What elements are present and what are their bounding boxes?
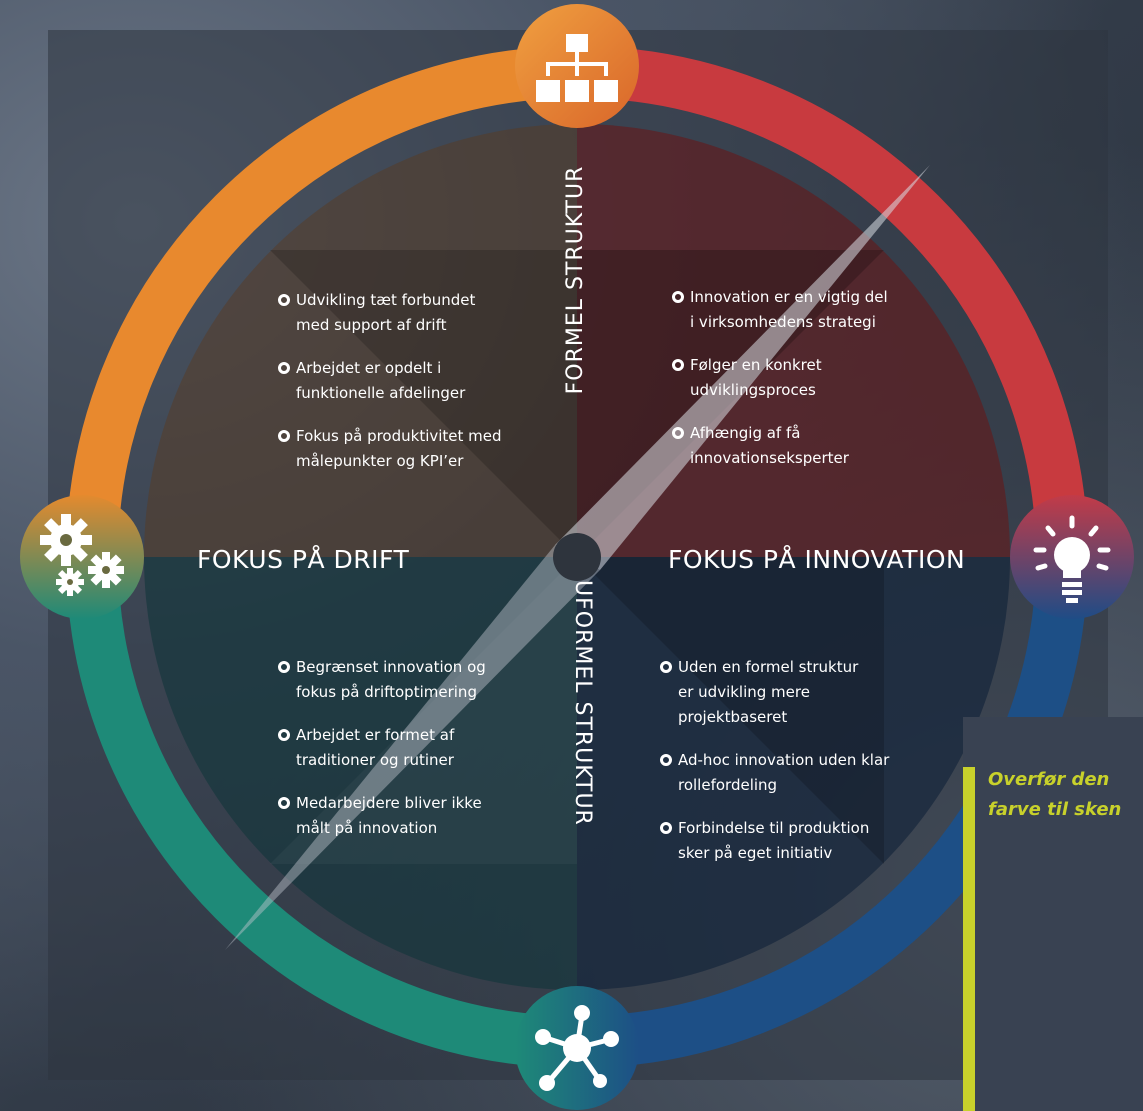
left-axis-label: FOKUS PÅ DRIFT (197, 545, 410, 574)
quadrant-bottom-left (144, 557, 577, 990)
lightbulb-icon (1010, 495, 1134, 619)
compass-needle-dark (225, 545, 600, 950)
top-axis-label: FORMEL STRUKTUR (563, 165, 588, 395)
callout-accent-bar (963, 767, 975, 1111)
shade-bottom-left (270, 557, 577, 864)
gears-icon (20, 495, 144, 619)
shade-top-left (270, 250, 577, 557)
callout-box (963, 717, 1143, 1111)
org-chart-icon (515, 4, 639, 128)
ring-blue-segment (576, 556, 1088, 1068)
callout-text: Overfør den farve til sken (988, 769, 1122, 820)
quadrant-top-left (144, 124, 577, 557)
compass-needle-light (555, 165, 930, 570)
compass-center (553, 533, 601, 581)
ring-orange-segment (66, 46, 578, 558)
network-icon (515, 986, 639, 1110)
bottom-axis-label: UFORMEL STRUKTUR (570, 580, 595, 826)
quadrant-bottom-right (577, 557, 1010, 990)
ring-red-segment (576, 46, 1088, 558)
right-axis-label: FOKUS PÅ INNOVATION (668, 545, 966, 574)
ring-teal-segment (66, 556, 578, 1068)
shade-bottom-right (577, 557, 884, 864)
